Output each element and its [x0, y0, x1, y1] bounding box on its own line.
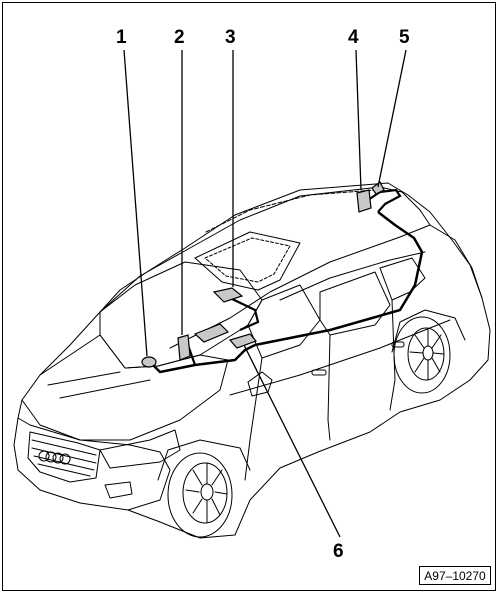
- door-line-rear: [327, 334, 331, 441]
- hood-crease: [47, 371, 151, 399]
- callout-2: 2: [174, 27, 185, 48]
- hood: [21, 334, 229, 441]
- component-center: [193, 323, 230, 343]
- component-2: [177, 334, 191, 361]
- front-wheel-spokes: [185, 462, 228, 523]
- front-wheel-arch: [157, 439, 251, 481]
- diagram-frame: [2, 2, 496, 591]
- callout-1: 1: [116, 27, 127, 48]
- wiring-branch-5: [367, 188, 402, 213]
- rear-side-window: [319, 271, 391, 336]
- logo-ring: [45, 451, 57, 463]
- wiring-branch-3: [227, 296, 260, 332]
- component-5: [371, 181, 385, 195]
- leader-6: [243, 344, 341, 538]
- front-bumper: [17, 417, 171, 511]
- front-wheel-rim: [182, 462, 228, 524]
- roof-rail: [205, 189, 376, 233]
- callout-5: 5: [399, 27, 410, 48]
- logo-ring: [52, 452, 64, 464]
- callout-4: 4: [348, 27, 359, 48]
- rear-wheel-arch: [391, 309, 466, 353]
- rear-wheel-hub: [422, 345, 434, 361]
- front-side-window: [247, 284, 321, 359]
- grille: [27, 431, 101, 483]
- roof-outline: [99, 186, 431, 349]
- callout-3: 3: [225, 27, 236, 48]
- logo-ring: [59, 453, 71, 465]
- component-3: [212, 287, 244, 303]
- callout-6: 6: [333, 541, 344, 562]
- door-handle-front: [311, 369, 327, 376]
- component-4: [356, 189, 372, 213]
- rear-wheel: [393, 316, 451, 394]
- front-wheel: [167, 452, 233, 538]
- component-1: [141, 356, 157, 368]
- door-handle-rear: [391, 341, 405, 348]
- leader-5: [377, 49, 407, 188]
- door-line-back: [389, 299, 396, 411]
- sunroof: [194, 231, 301, 291]
- rear-hatch: [429, 224, 483, 299]
- roof-rail-right: [279, 251, 426, 301]
- figure-reference: A97–10270: [419, 566, 491, 585]
- front-wheel-hub: [200, 483, 214, 501]
- side-mirror: [247, 371, 273, 397]
- sunroof-inner: [204, 237, 291, 283]
- rear-wheel-spokes: [409, 327, 445, 381]
- quarter-window: [379, 257, 426, 301]
- leader-1: [123, 49, 148, 357]
- door-line-front: [244, 357, 263, 481]
- grille-bars: [31, 439, 97, 477]
- fog-light: [104, 481, 133, 499]
- component-6: [228, 333, 258, 349]
- logo-ring: [38, 450, 50, 462]
- leader-4: [355, 49, 362, 191]
- headlight: [99, 429, 181, 469]
